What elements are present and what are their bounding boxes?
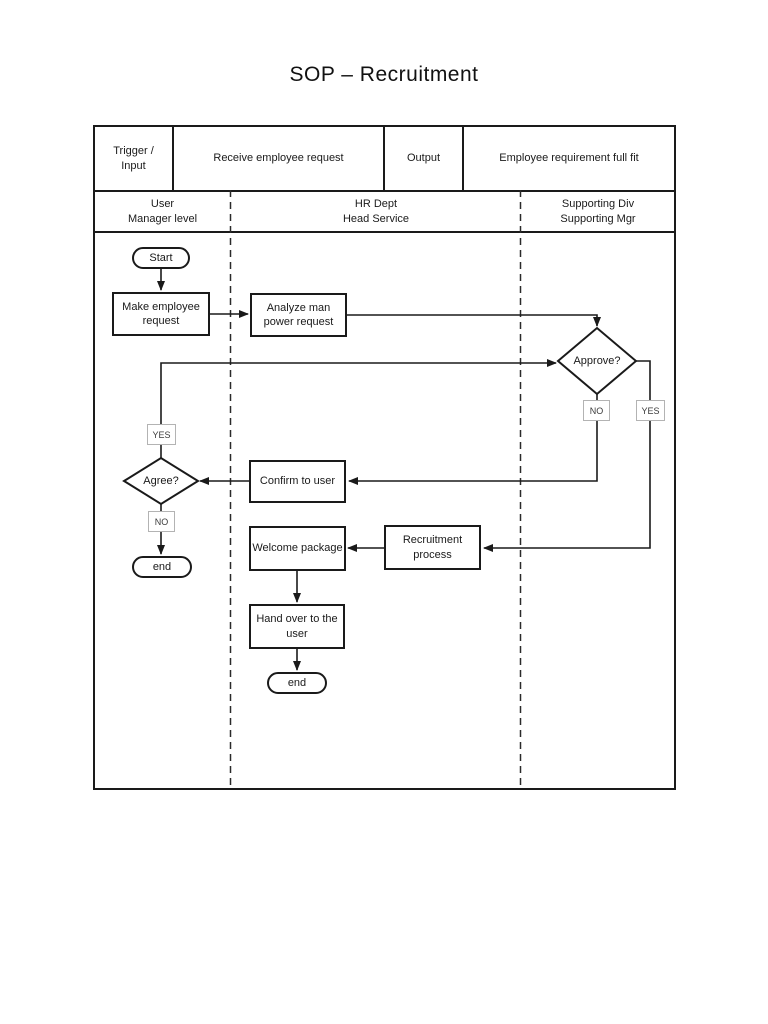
edge-agree-yes-to-approve [160,359,557,458]
lane-header-hr-dept: HR Dept Head Service [342,197,410,225]
end-bottom-node: end [267,672,327,694]
page-title: SOP – Recruitment [289,63,479,86]
header-row-bottom-line [93,190,674,192]
recruitment-process-node: Recruitment process [384,525,481,570]
lane-header-supporting-div: Supporting Div Supporting Mgr [560,197,636,225]
header-cell-output: Output [406,152,441,165]
agree-decision-label: Agree? [143,475,179,487]
approve-decision-label: Approve? [573,355,621,367]
edge-approve-no-to-confirm [348,394,598,485]
start-node: Start [132,247,190,269]
make-employee-request-node: Make employee request [112,292,210,336]
approve-decision-diamond [556,326,638,396]
edge-analyze-to-approve [347,314,601,327]
analyze-man-power-request-node: Analyze man power request [250,293,347,337]
end-left-node: end [132,556,192,578]
header-cell-output-value: Employee requirement full fit [499,152,639,165]
agree-yes-tag: YES [147,424,176,445]
header-divider-1 [172,125,174,190]
header-cell-trigger-input: Trigger / Input [113,144,154,172]
header-divider-3 [462,125,464,190]
header-cell-trigger-value: Receive employee request [213,152,344,165]
confirm-to-user-node: Confirm to user [249,460,346,503]
header-divider-2 [383,125,385,190]
lane-header-bottom-line [93,231,674,233]
agree-no-tag: NO [148,511,175,532]
lane-header-user-manager: User Manager level [127,197,198,225]
agree-decision-diamond [122,456,200,506]
approve-yes-tag: YES [636,400,665,421]
approve-no-tag: NO [583,400,610,421]
hand-over-to-user-node: Hand over to the user [249,604,345,649]
edge-approve-yes-to-recruitment [483,360,651,552]
welcome-package-node: Welcome package [249,526,346,571]
